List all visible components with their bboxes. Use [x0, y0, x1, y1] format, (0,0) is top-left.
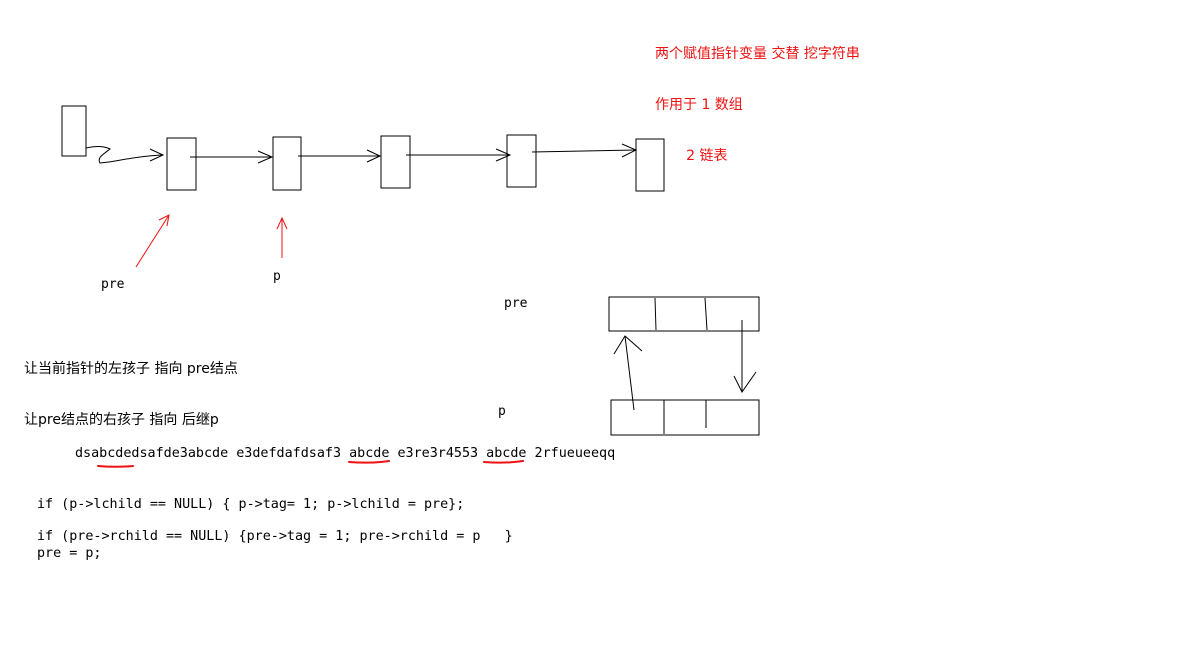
pre-pointer-arrow [135, 214, 170, 268]
list-link-1-arrowhead [257, 150, 274, 164]
list-node-5 [635, 138, 665, 192]
list-node-4 [506, 134, 537, 188]
list-link-4 [531, 149, 637, 153]
pre-pointer-label: pre [101, 277, 125, 292]
code-line-3: pre = p; [37, 546, 102, 561]
pre-to-p-arrowhead [733, 371, 757, 393]
p-pointer-arrowhead [276, 216, 288, 230]
annotation-line-1: 两个赋值指针变量 交替 挖字符串 [655, 46, 860, 62]
head-link-arrowhead [149, 148, 165, 162]
p-node [610, 399, 760, 436]
underline-3 [483, 460, 524, 464]
head-node [61, 105, 87, 157]
p-to-pre-arrow [624, 335, 635, 411]
pre-node [608, 296, 760, 332]
p-pointer-label: p [273, 269, 281, 284]
list-link-3-arrowhead [495, 148, 512, 162]
description: 让当前指针的左孩子 指向 pre结点 让pre结点的右孩子 指向 后继p [24, 327, 238, 446]
description-line-1: 让当前指针的左孩子 指向 pre结点 [24, 361, 238, 377]
list-node-1 [166, 137, 197, 191]
linked-list-diagram [61, 105, 665, 192]
p-node-label: p [498, 404, 506, 419]
pointer-arrows [135, 214, 288, 268]
head-link-arrow [85, 146, 164, 164]
pre-pointer-arrowhead [158, 214, 170, 227]
annotation-line-3: 2 链表 [655, 148, 728, 164]
code-line-1: if (p->lchild == NULL) { p->tag= 1; p->l… [37, 497, 465, 512]
list-link-2-arrowhead [366, 149, 382, 163]
pre-node-label: pre [504, 296, 528, 311]
p-to-pre-arrowhead [613, 335, 643, 355]
description-line-2: 让pre结点的右孩子 指向 后继p [24, 412, 219, 428]
substring-underlines [97, 460, 524, 468]
underline-1 [97, 465, 134, 468]
annotation-note: 两个赋值指针变量 交替 挖字符串 作用于 1 数组 2 链表 [655, 12, 860, 182]
thread-node-diagram [608, 296, 760, 436]
annotation-line-2: 作用于 1 数组 [655, 97, 743, 113]
example-string: dsabcdedsafde3abcde e3defdafdsaf3 abcde … [75, 446, 616, 461]
list-node-3 [380, 135, 411, 189]
code-line-2: if (pre->rchild == NULL) {pre->tag = 1; … [37, 529, 513, 544]
underline-2 [348, 460, 390, 464]
list-node-2 [272, 136, 302, 191]
